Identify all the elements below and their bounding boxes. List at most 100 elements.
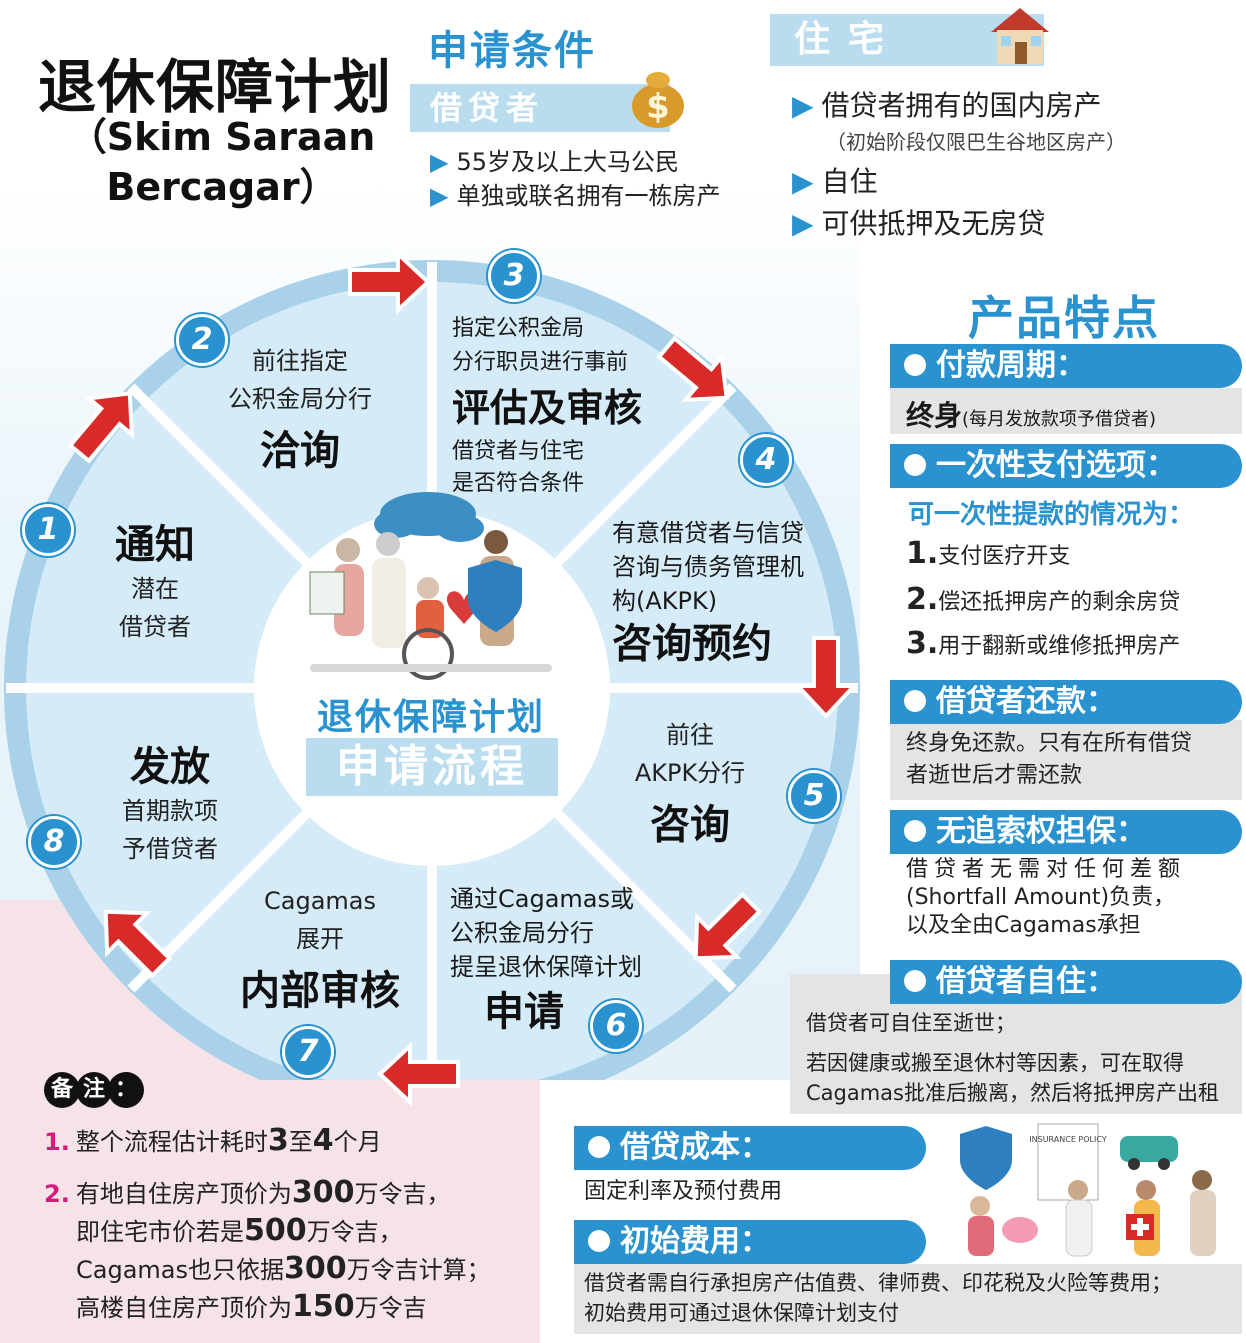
triangle-bullet-icon: ▶ [430, 182, 449, 210]
lump-sum-item-1: 1.支付医疗开支 [906, 538, 1070, 573]
svg-text:$: $ [646, 87, 670, 127]
notes-label-char: ： [108, 1072, 144, 1108]
note-2-line-1: 2.有地自住房产顶价为300万令吉， [44, 1174, 450, 1210]
repayment-box [890, 720, 1242, 800]
step-7-badge: 7 [282, 1026, 334, 1078]
owner-occupied-text: 借贷者可自住至逝世； 若因健康或搬至退休村等因素，可在取得 Cagamas批准后… [806, 1008, 1219, 1108]
triangle-bullet-icon: ▶ [792, 207, 814, 240]
note-text: 至 [288, 1128, 313, 1156]
lump-sum-num: 1. [906, 536, 939, 571]
step-1-title: 通知 [115, 522, 195, 568]
step-8-sub: 首期款项 [122, 797, 218, 825]
note-number: 2. [44, 1180, 70, 1208]
payment-period-pill: 付款周期： [890, 344, 1242, 388]
payment-period-text: 终身(每月发放款项予借贷者) [906, 394, 1156, 434]
borrower-item-text: 55岁及以上大马公民 [456, 148, 680, 176]
step-1-text: 通知 潜在 借贷者 [70, 512, 240, 646]
step-5-badge: 5 [788, 770, 840, 822]
requirements-heading: 申请条件 [428, 28, 596, 74]
note-text: 万令吉计算； [346, 1256, 491, 1284]
step-8-text: 发放 首期款项 予借贷者 [80, 734, 260, 868]
note-emphasis: 150 [292, 1289, 355, 1324]
step-6-sub: 提呈退休保障计划 [450, 953, 642, 981]
repayment-line: 终身免还款。只有在所有借贷 [906, 731, 1193, 756]
arrow-7-to-8 [86, 892, 181, 987]
house-item-text: 借贷者拥有的国内房产 [821, 89, 1102, 122]
cost-label: 借贷成本： [620, 1130, 770, 1165]
bullet-dot-icon [904, 453, 926, 476]
step-3-title: 评估及审核 [452, 386, 643, 430]
note-emphasis: 500 [244, 1213, 307, 1248]
cost-pill: 借贷成本： [574, 1126, 926, 1170]
step-2-badge: 2 [176, 314, 228, 366]
house-item-2: ▶自住 [792, 160, 878, 200]
non-recourse-pill: 无追索权担保： [890, 810, 1242, 854]
money-bag-icon: $ [625, 66, 691, 132]
step-1-sub: 潜在 [131, 575, 179, 603]
note-text: 整个流程估计耗时 [75, 1128, 268, 1156]
triangle-bullet-icon: ▶ [792, 165, 814, 198]
house-item-text: 可供抵押及无房贷 [821, 207, 1046, 240]
owner-occupied-pill: 借贷者自住： [890, 960, 1242, 1004]
payment-period-big: 终身 [906, 399, 963, 432]
lump-sum-label: 一次性支付选项： [936, 448, 1176, 483]
step-5-title: 咨询 [650, 802, 730, 848]
step-3-badge: 3 [488, 250, 540, 302]
borrower-item-2: ▶单独或联名拥有一栋房产 [430, 176, 720, 211]
notes-label: 备注： [44, 1072, 144, 1108]
note-2-line-2: 即住宅市价若是500万令吉， [76, 1212, 403, 1248]
step-7-sub: Cagamas [264, 887, 376, 915]
step-5-sub: 前往 [666, 721, 714, 749]
initial-fees-text: 借贷者需自行承担房产估值费、律师费、印花税及火险等费用； 初始费用可通过退休保障… [584, 1268, 1172, 1328]
step-2-sub: 公积金局分行 [228, 385, 372, 413]
step-3-sub: 指定公积金局 [452, 316, 585, 341]
lump-sum-num: 2. [906, 582, 939, 617]
borrower-banner: 借贷者 [410, 84, 670, 132]
note-text: 有地自住房产顶价为 [75, 1180, 292, 1208]
non-recourse-text: 借贷者无需对任何差额 (Shortfall Amount)负责， 以及全由Cag… [906, 856, 1186, 940]
lump-sum-pill: 一次性支付选项： [890, 444, 1242, 488]
arrow-1-to-2 [56, 373, 154, 474]
step-4-badge: 4 [740, 434, 792, 486]
bullet-dot-icon [904, 353, 926, 376]
house-item-1: ▶借贷者拥有的国内房产 [792, 84, 1102, 124]
step-4-sub: 咨询与债务管理机 [612, 553, 804, 581]
initial-fees-box [574, 1264, 1242, 1334]
step-7-title: 内部审核 [240, 968, 400, 1014]
lump-sum-num: 3. [906, 626, 939, 661]
non-recourse-line: 以及全由Cagamas承担 [906, 913, 1141, 938]
step-6-sub: 公积金局分行 [450, 919, 594, 947]
insurance-policy-label: INSURANCE POLICY [1029, 1135, 1107, 1144]
bullet-dot-icon [588, 1229, 610, 1252]
wheel-center-banner: 申请流程 [306, 738, 558, 796]
note-text: 万令吉， [306, 1218, 403, 1246]
note-2-line-3: Cagamas也只依据300万令吉计算； [76, 1250, 491, 1286]
note-text: 即住宅市价若是 [76, 1218, 244, 1246]
house-note: （初始阶段仅限巴生谷地区房产） [826, 130, 1126, 154]
step-2-text: 前往指定 公积金局分行 洽询 [200, 342, 400, 476]
step-6-badge: 6 [590, 1000, 642, 1052]
insurance-illustration: INSURANCE POLICY [960, 1123, 1216, 1257]
note-emphasis: 300 [291, 1175, 355, 1210]
note-emphasis: 3 [267, 1123, 289, 1158]
step-6-sub: 通过Cagamas或 [450, 885, 634, 913]
non-recourse-label: 无追索权担保： [936, 814, 1146, 849]
step-2-sub: 前往指定 [252, 347, 348, 375]
step-5-sub: AKPK分行 [634, 759, 746, 787]
borrower-item-text: 单独或联名拥有一栋房产 [456, 182, 721, 210]
lump-sum-text: 用于翻新或维修抵押房产 [938, 634, 1181, 659]
step-3-sub: 分行职员进行事前 [452, 350, 629, 375]
step-6-text: 通过Cagamas或 公积金局分行 提呈退休保障计划 申请 [450, 882, 700, 1040]
payment-period-label: 付款周期： [936, 348, 1086, 383]
non-recourse-line: 借贷者无需对任何差额 [906, 857, 1187, 882]
payment-period-small: (每月发放款项予借贷者) [962, 409, 1157, 430]
note-number: 1. [44, 1128, 70, 1156]
step-4-sub: 有意借贷者与信贷 [612, 519, 804, 547]
bullet-dot-icon [904, 819, 926, 842]
initial-fees-pill: 初始费用： [574, 1220, 926, 1264]
wheel-center-title: 退休保障计划 [316, 697, 545, 738]
note-text: Cagamas也只依据 [76, 1256, 284, 1284]
step-1-sub: 借贷者 [119, 613, 191, 641]
notes-label-char: 注 [76, 1072, 112, 1108]
note-emphasis: 4 [312, 1123, 334, 1158]
